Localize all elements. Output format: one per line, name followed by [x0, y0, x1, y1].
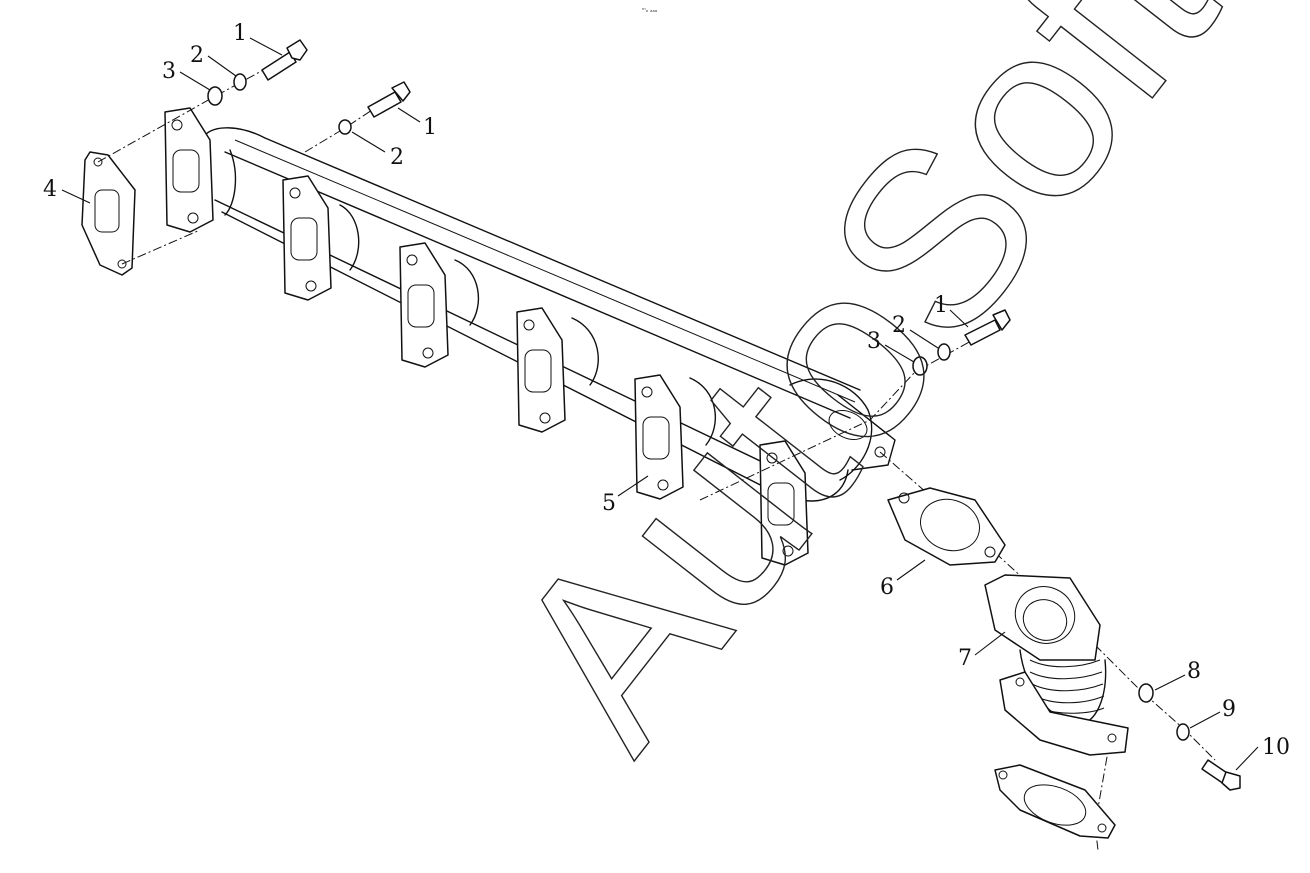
- bolt-group-top-middle: [338, 81, 411, 135]
- callout-2-right: 2: [892, 313, 906, 338]
- callout-3-right: 3: [867, 329, 881, 354]
- callout-7: 7: [958, 646, 972, 671]
- callout-5: 5: [602, 491, 616, 516]
- manifold-gasket-4: [81, 151, 136, 276]
- callout-1-middle: 1: [423, 115, 437, 140]
- elbow-gasket-bottom: [994, 764, 1116, 839]
- callout-2-middle: 2: [390, 145, 404, 170]
- exhaust-manifold: [204, 127, 896, 502]
- callout-10: 10: [1262, 735, 1290, 760]
- callout-labels: 1 2 3 1 2 4 1 2 3 5 6 7 8 9 10: [43, 21, 1290, 760]
- manifold-flanges: [164, 107, 809, 566]
- leader-lines: [61, 37, 1259, 771]
- callout-3-top: 3: [162, 59, 176, 84]
- callout-9: 9: [1222, 697, 1236, 722]
- bolt-group-top-left: [207, 39, 308, 106]
- callout-1-right: 1: [934, 293, 948, 318]
- top-mark: ᵐₒ ₐₐₐ: [642, 7, 657, 14]
- callout-8: 8: [1187, 659, 1201, 684]
- exhaust-elbow-7: [984, 574, 1129, 756]
- callout-4: 4: [43, 177, 57, 202]
- bolt-group-right: [912, 309, 1011, 376]
- fasteners-8-9-10: [1138, 683, 1241, 791]
- watermark-text: AutoSoft: [456, 0, 1266, 794]
- callout-6: 6: [880, 575, 894, 600]
- callout-1-top: 1: [233, 21, 247, 46]
- callout-2-top: 2: [190, 43, 204, 68]
- outlet-gasket-6: [887, 487, 1006, 566]
